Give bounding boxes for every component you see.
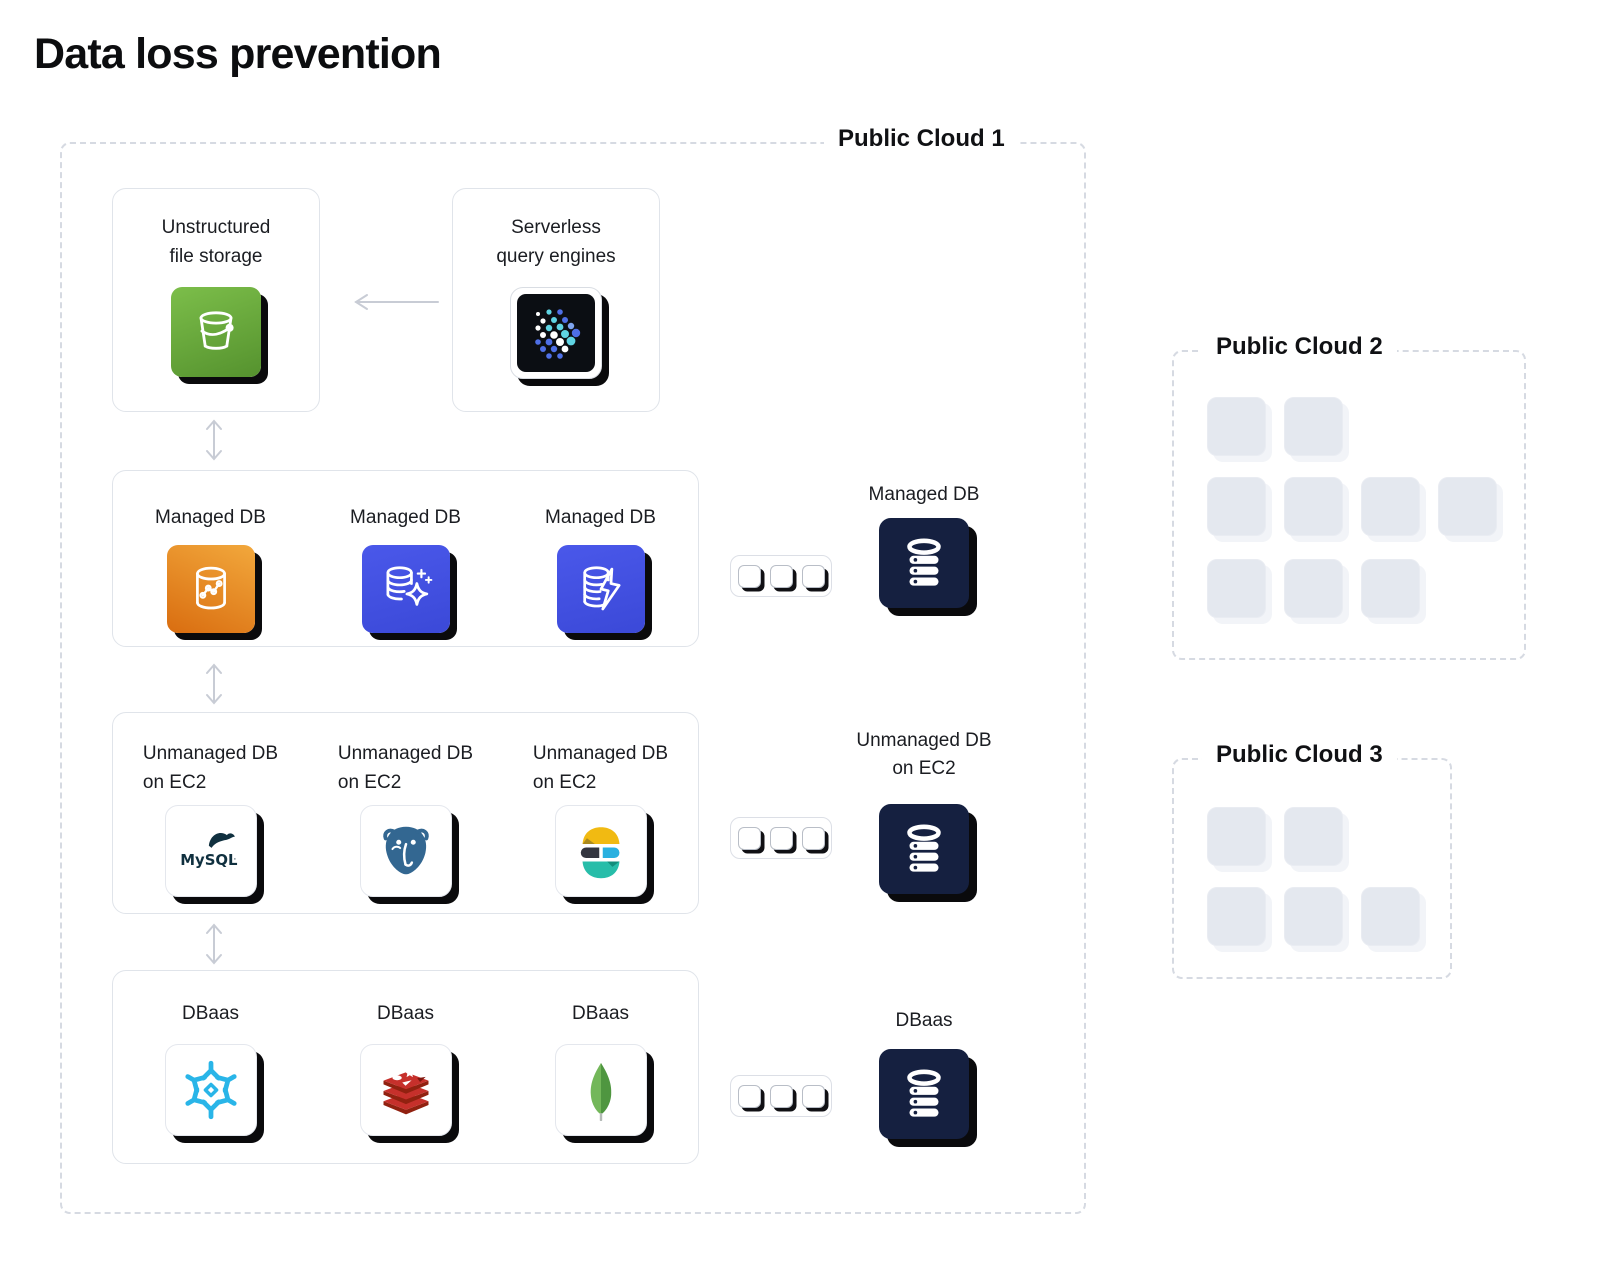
- placeholder-square: [1284, 477, 1343, 536]
- item-label: Managed DB: [545, 507, 656, 528]
- item-label: DBaas: [376, 1003, 435, 1024]
- card-label-line2: query engines: [496, 246, 616, 267]
- database-server-icon: [879, 804, 969, 894]
- card-label-line1: Serverless: [511, 217, 601, 238]
- postgresql-logo-icon: [359, 805, 452, 897]
- unstructured-file-storage-card: Unstructured file storage: [112, 188, 320, 412]
- item-label-line2: on EC2: [532, 772, 597, 793]
- unmanaged-db-item: Unmanaged DB on EC2: [308, 713, 503, 913]
- unmanaged-db-summary-label: Unmanaged DB on EC2: [834, 727, 1014, 783]
- public-cloud-3-region: Public Cloud 3: [1172, 741, 1452, 979]
- dbaas-item: DBaas: [113, 971, 308, 1163]
- dbaas-summary-label: DBaas: [895, 1010, 953, 1031]
- page-title: Data loss prevention: [34, 30, 442, 78]
- public-cloud-3-label: Public Cloud 3: [1202, 741, 1397, 769]
- ellipsis-square: [737, 1084, 761, 1108]
- dbaas-item: DBaas: [503, 971, 698, 1163]
- mysql-logo-icon: MySQL .: [164, 805, 257, 897]
- ellipsis-box: [730, 1075, 832, 1117]
- public-cloud-1-label: Public Cloud 1: [824, 125, 1019, 153]
- card-label: Serverless query engines: [453, 213, 659, 271]
- placeholder-square: [1361, 559, 1420, 618]
- ellipsis-square: [769, 1084, 793, 1108]
- elasticsearch-logo-icon: [554, 805, 647, 897]
- card-label: Unstructured file storage: [113, 213, 319, 271]
- card-label-line1: Unstructured: [161, 217, 271, 238]
- svg-text:MySQL: MySQL: [180, 851, 238, 869]
- summary-label-line2: on EC2: [892, 758, 956, 779]
- managed-db-group: Managed DB Managed DB: [112, 470, 699, 647]
- managed-db-item: Managed DB: [308, 471, 503, 646]
- bidirectional-arrow-icon: [203, 920, 225, 973]
- managed-db-summary-label: Managed DB: [868, 484, 980, 505]
- placeholder-square: [1207, 477, 1266, 536]
- item-label-line2: on EC2: [142, 772, 207, 793]
- ellipsis-square: [801, 564, 825, 588]
- unmanaged-db-item: Unmanaged DB on EC2 MySQL .: [113, 713, 308, 913]
- ellipsis-square: [769, 564, 793, 588]
- unmanaged-db-item: Unmanaged DB on EC2: [503, 713, 698, 913]
- placeholder-square: [1361, 887, 1420, 946]
- item-label: Unmanaged DB on EC2: [533, 739, 668, 797]
- database-server-icon: [879, 1049, 969, 1139]
- bidirectional-arrow-icon: [203, 660, 225, 713]
- ellipsis-square: [801, 826, 825, 850]
- db-stack-bolt-icon: [556, 545, 645, 633]
- unmanaged-db-group: Unmanaged DB on EC2 MySQL . Unmanaged DB…: [112, 712, 699, 914]
- public-cloud-1-region: Public Cloud 1 Unstructured file storage: [60, 125, 1086, 1214]
- placeholder-square: [1361, 477, 1420, 536]
- managed-db-item: Managed DB: [503, 471, 698, 646]
- item-label-line1: Unmanaged DB: [532, 743, 669, 764]
- ellipsis-box: [730, 555, 832, 597]
- ellipsis-square: [737, 826, 761, 850]
- left-arrow-icon: [348, 293, 440, 316]
- item-label-line1: Unmanaged DB: [142, 743, 279, 764]
- item-label-line1: Unmanaged DB: [337, 743, 474, 764]
- placeholder-square: [1284, 559, 1343, 618]
- bidirectional-arrow-icon: [203, 416, 225, 469]
- item-label: Unmanaged DB on EC2: [338, 739, 473, 797]
- item-label: Managed DB: [155, 507, 266, 528]
- database-server-icon: [879, 518, 969, 608]
- mongodb-logo-icon: [554, 1044, 647, 1136]
- card-label-line2: file storage: [169, 246, 263, 267]
- ellipsis-square: [801, 1084, 825, 1108]
- item-label: Unmanaged DB on EC2: [143, 739, 278, 797]
- item-label: DBaas: [181, 1003, 240, 1024]
- placeholder-square: [1207, 887, 1266, 946]
- placeholder-square: [1207, 397, 1266, 456]
- query-engine-dots-icon: [510, 287, 602, 379]
- public-cloud-2-label: Public Cloud 2: [1202, 333, 1397, 361]
- item-label: DBaas: [571, 1003, 630, 1024]
- dbaas-item: DBaas: [308, 971, 503, 1163]
- db-stack-sparkle-icon: [361, 545, 450, 633]
- placeholder-square: [1438, 477, 1497, 536]
- s3-bucket-icon: [171, 287, 261, 377]
- placeholder-square: [1207, 559, 1266, 618]
- db-cylinder-chart-icon: [166, 545, 255, 633]
- placeholder-square: [1207, 807, 1266, 866]
- ellipsis-square: [737, 564, 761, 588]
- item-label-line2: on EC2: [337, 772, 402, 793]
- svg-text:.: .: [233, 852, 236, 863]
- ellipsis-box: [730, 817, 832, 859]
- placeholder-square: [1284, 397, 1343, 456]
- redis-logo-icon: [359, 1044, 452, 1136]
- snowflake-logo-icon: [164, 1044, 257, 1136]
- placeholder-square: [1284, 887, 1343, 946]
- ellipsis-square: [769, 826, 793, 850]
- item-label: Managed DB: [350, 507, 461, 528]
- summary-label-line1: Unmanaged DB: [856, 730, 992, 751]
- dbaas-group: DBaas DBaas: [112, 970, 699, 1164]
- serverless-query-engines-card: Serverless query engines: [452, 188, 660, 412]
- placeholder-square: [1284, 807, 1343, 866]
- managed-db-item: Managed DB: [113, 471, 308, 646]
- public-cloud-2-region: Public Cloud 2: [1172, 333, 1526, 660]
